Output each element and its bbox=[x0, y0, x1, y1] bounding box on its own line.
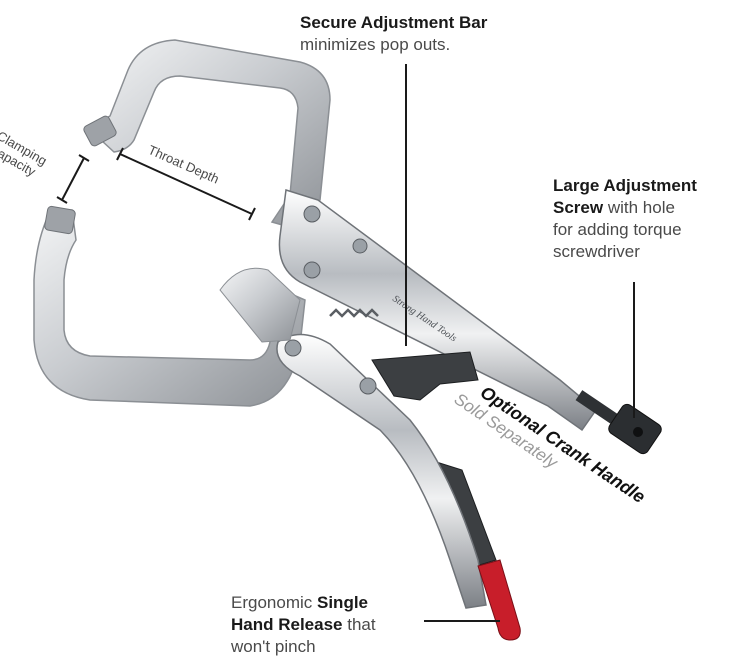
clamping-capacity-cap-top bbox=[78, 154, 90, 162]
lower-jaw-pad bbox=[44, 205, 76, 235]
callout-screw-title-line1: Large Adjustment bbox=[553, 176, 697, 195]
callout-release: Ergonomic Single Hand Release that won't… bbox=[231, 592, 376, 658]
callout-release-text-line3: won't pinch bbox=[231, 637, 316, 656]
rivet-upper-1 bbox=[303, 205, 321, 223]
callout-release-title-line2: Hand Release bbox=[231, 615, 343, 634]
pivot-plate bbox=[219, 267, 301, 343]
throat-depth-cap-right bbox=[248, 207, 256, 221]
callout-adjustment-bar: Secure Adjustment Bar minimizes pop outs… bbox=[300, 12, 487, 56]
callout-screw-title-line2: Screw bbox=[553, 198, 604, 217]
callout-adjustment-bar-title: Secure Adjustment Bar bbox=[300, 13, 488, 32]
throat-depth-cap-left bbox=[116, 147, 124, 161]
callout-release-text-line2: that bbox=[347, 615, 376, 634]
lower-handle-body bbox=[276, 333, 487, 609]
callout-screw-text-line2: with hole bbox=[607, 198, 675, 217]
callout-release-title-line1: Single bbox=[317, 593, 369, 612]
clamping-capacity-line bbox=[61, 157, 85, 201]
clamping-capacity-cap-bottom bbox=[56, 196, 68, 204]
screw-hole bbox=[633, 427, 643, 437]
upper-c-jaw bbox=[86, 39, 331, 231]
rivet-lower-1 bbox=[284, 339, 302, 357]
rivet-upper-2 bbox=[303, 261, 321, 279]
rivet-lower-2 bbox=[359, 377, 377, 395]
upper-jaw-pad bbox=[83, 115, 117, 147]
release-lever bbox=[371, 351, 479, 401]
callout-adjustment-bar-text: minimizes pop outs. bbox=[300, 35, 451, 54]
callout-screw-text-line4: screwdriver bbox=[553, 242, 640, 261]
callout-screw-text-line3: for adding torque bbox=[553, 220, 682, 239]
red-release-grip bbox=[477, 559, 521, 641]
spring bbox=[329, 308, 379, 318]
rivet-upper-3 bbox=[352, 238, 368, 254]
callout-adjustment-screw: Large Adjustment Screw with hole for add… bbox=[553, 175, 697, 263]
callout-release-prefix: Ergonomic bbox=[231, 593, 313, 612]
adjustment-screw-shaft bbox=[575, 390, 621, 426]
throat-depth-line bbox=[119, 153, 253, 215]
